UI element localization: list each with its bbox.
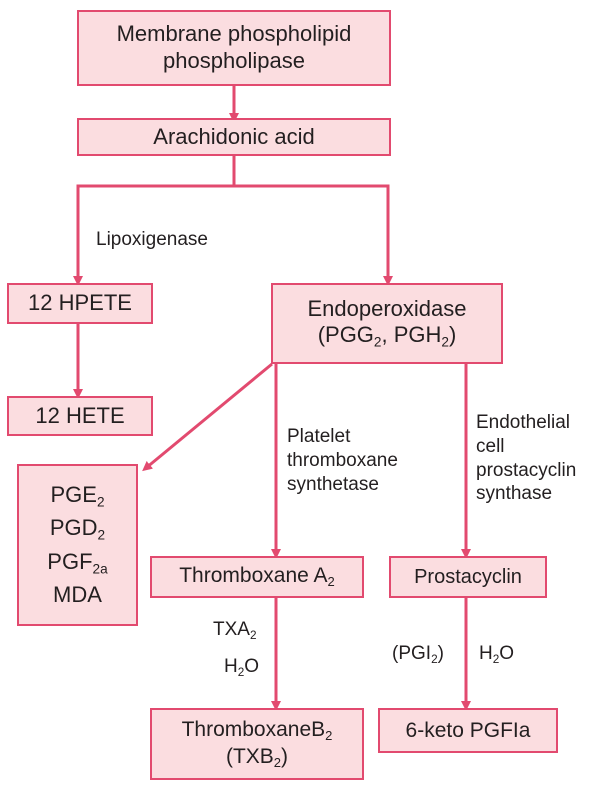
label-platelet-line-3: synthetase — [287, 473, 379, 495]
label-h2o-left: H2O — [224, 655, 259, 680]
label-h2o-left-line-1: H2O — [224, 656, 260, 679]
label-lipoxigenase: Lipoxigenase — [96, 228, 208, 252]
node-prostaglandins: PGE2 PGD2 PGF2a MDA — [17, 464, 138, 626]
label-endothelial-prostacyclin-synthase: Endothelial cell prostacyclin synthase — [476, 411, 576, 506]
node-endoperoxidase: Endoperoxidase (PGG2, PGH2) — [271, 283, 503, 364]
node-membrane-line-1: Membrane phospholipid — [116, 21, 352, 47]
label-endothelial-line-2: cell — [476, 435, 505, 457]
node-thromboxane-b2: ThromboxaneB2 (TXB2) — [150, 708, 364, 780]
node-prostacyclin-line-1: Prostacyclin — [414, 565, 522, 588]
node-endoperoxidase-line-2: (PGG2, PGH2) — [317, 322, 457, 350]
node-keto-line-1: 6-keto PGFIa — [405, 718, 531, 742]
node-prostacyclin: Prostacyclin — [389, 556, 547, 598]
label-lipoxigenase-line-1: Lipoxigenase — [96, 229, 208, 250]
label-endothelial-line-3: prostacyclin — [476, 459, 577, 481]
node-hpete-line-1: 12 HPETE — [28, 290, 132, 316]
label-h2o-right-line-1: H2O — [479, 643, 515, 666]
node-thromboxane-a2-line-1: Thromboxane A2 — [179, 564, 335, 590]
label-h2o-right: H2O — [479, 642, 514, 667]
node-prostaglandins-line-4: MDA — [53, 581, 102, 607]
label-endothelial-line-1: Endothelial — [476, 412, 571, 433]
node-thromboxane-a2: Thromboxane A2 — [150, 556, 364, 598]
label-endothelial-line-4: synthase — [476, 483, 553, 505]
arrow-arachidonic-to-hpete — [73, 184, 234, 286]
node-prostaglandins-line-3: PGF2a — [47, 548, 108, 576]
node-arachidonic-acid: Arachidonic acid — [77, 118, 391, 156]
arrow-endoperoxidase-to-prostaglandins — [142, 362, 273, 472]
label-txa2: TXA2 — [213, 618, 257, 643]
label-platelet-line-1: Platelet — [287, 426, 351, 447]
arrow-arachidonic-to-endoperoxidase — [232, 156, 393, 286]
node-12-hete: 12 HETE — [7, 396, 153, 436]
node-thromboxane-b2-line-1: ThromboxaneB2 — [181, 717, 333, 744]
label-txa2-line-1: TXA2 — [213, 619, 257, 642]
node-prostaglandins-line-1: PGE2 — [50, 482, 105, 510]
label-pgi2: (PGI2) — [392, 642, 444, 667]
node-membrane-phospholipid: Membrane phospholipid phospholipase — [77, 10, 391, 86]
label-pgi2-line-1: (PGI2) — [392, 643, 444, 666]
node-arachidonic-line-1: Arachidonic acid — [153, 123, 315, 149]
node-12-hpete: 12 HPETE — [7, 283, 153, 324]
node-hete-line-1: 12 HETE — [35, 402, 125, 428]
node-prostaglandins-line-2: PGD2 — [49, 515, 106, 543]
node-membrane-line-2: phospholipase — [163, 48, 305, 73]
label-platelet-line-2: thromboxane — [287, 449, 398, 471]
label-platelet-thromboxane-synthetase: Platelet thromboxane synthetase — [287, 425, 398, 496]
node-6-keto-pgfia: 6-keto PGFIa — [378, 708, 558, 753]
node-thromboxane-b2-line-2: (TXB2) — [225, 745, 289, 771]
node-endoperoxidase-line-1: Endoperoxidase — [307, 295, 467, 321]
